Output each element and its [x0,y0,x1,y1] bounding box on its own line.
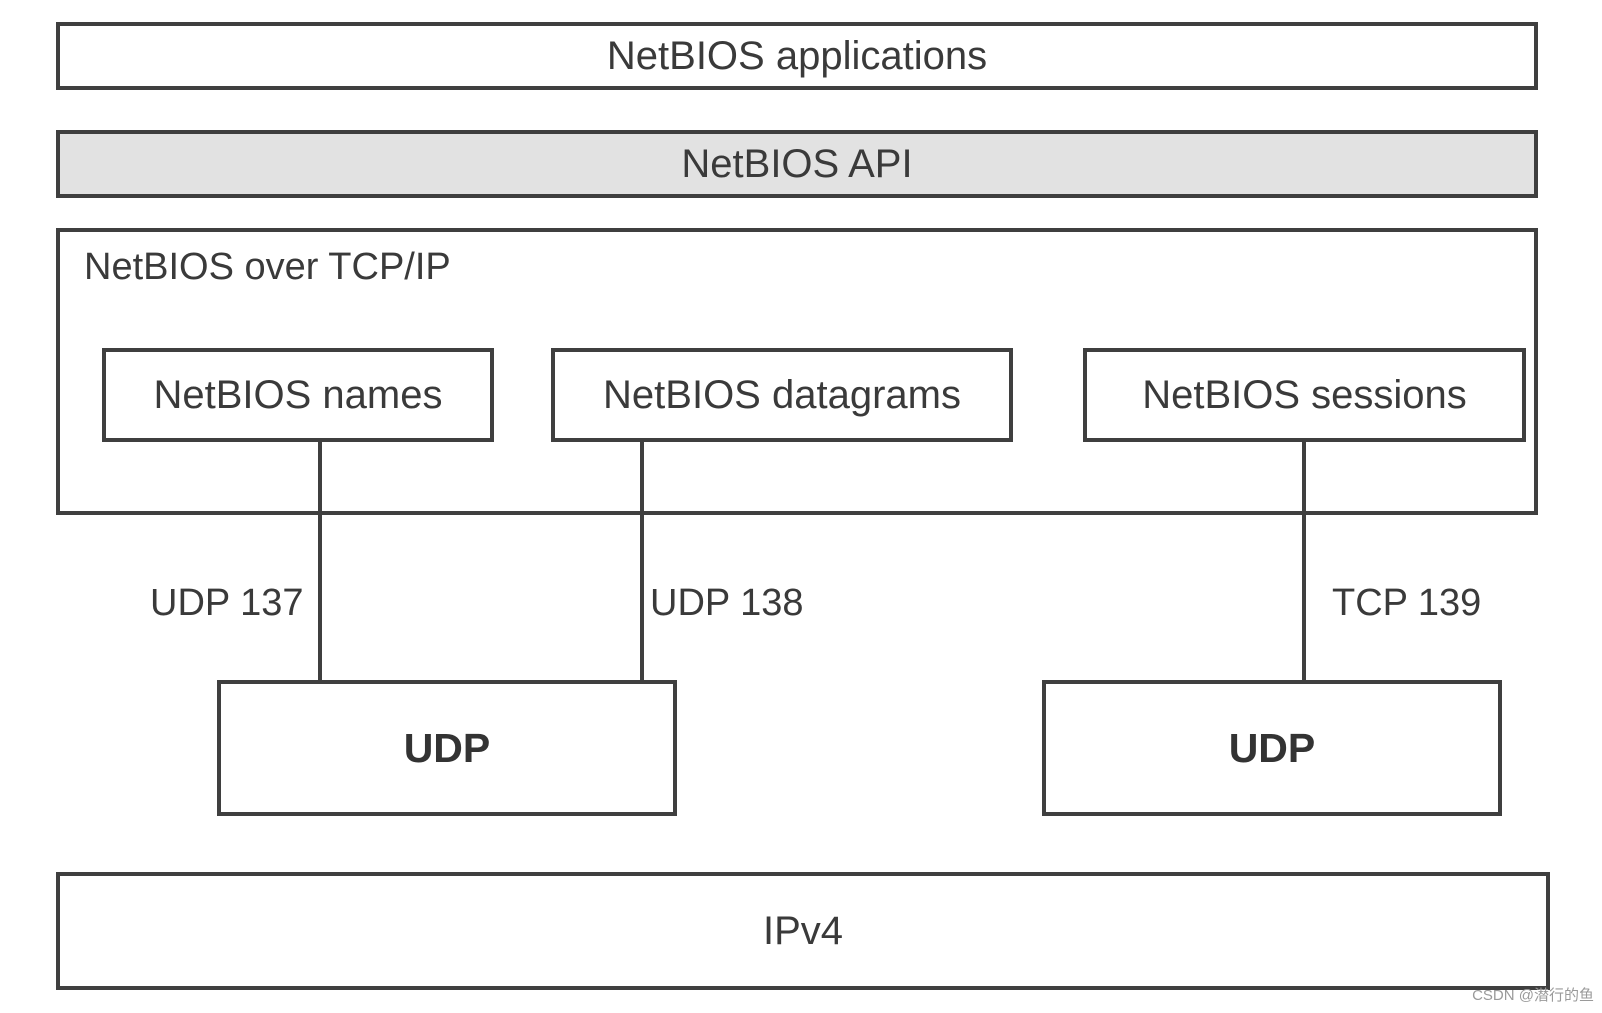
netbios-datagrams-box: NetBIOS datagrams [551,348,1013,442]
datagrams-to-udp-connector [640,442,644,682]
ipv4-label: IPv4 [762,908,844,953]
netbios-applications-layer: NetBIOS applications [56,22,1538,90]
port-label-udp-138: UDP 138 [650,582,804,624]
port-label-udp-137: UDP 137 [150,582,304,624]
netbios-applications-label: NetBIOS applications [606,33,988,78]
udp-transport-box-left: UDP [217,680,677,816]
udp-label-right: UDP [1228,724,1316,771]
watermark: CSDN @潜行的鱼 [1472,987,1594,1004]
sessions-to-udp-connector [1302,442,1306,682]
netbios-datagrams-label: NetBIOS datagrams [603,372,961,417]
udp-transport-box-right: UDP [1042,680,1502,816]
netbios-over-tcpip-title: NetBIOS over TCP/IP [84,246,451,288]
names-to-udp-connector [318,442,322,682]
udp-label-left: UDP [403,724,491,771]
port-label-tcp-139: TCP 139 [1332,582,1482,624]
netbios-sessions-label: NetBIOS sessions [1142,372,1467,417]
netbios-api-layer: NetBIOS API [56,130,1538,198]
netbios-sessions-box: NetBIOS sessions [1083,348,1526,442]
netbios-names-box: NetBIOS names [102,348,494,442]
ipv4-layer: IPv4 [56,872,1550,990]
netbios-names-label: NetBIOS names [153,372,443,417]
netbios-api-label: NetBIOS API [681,141,913,186]
